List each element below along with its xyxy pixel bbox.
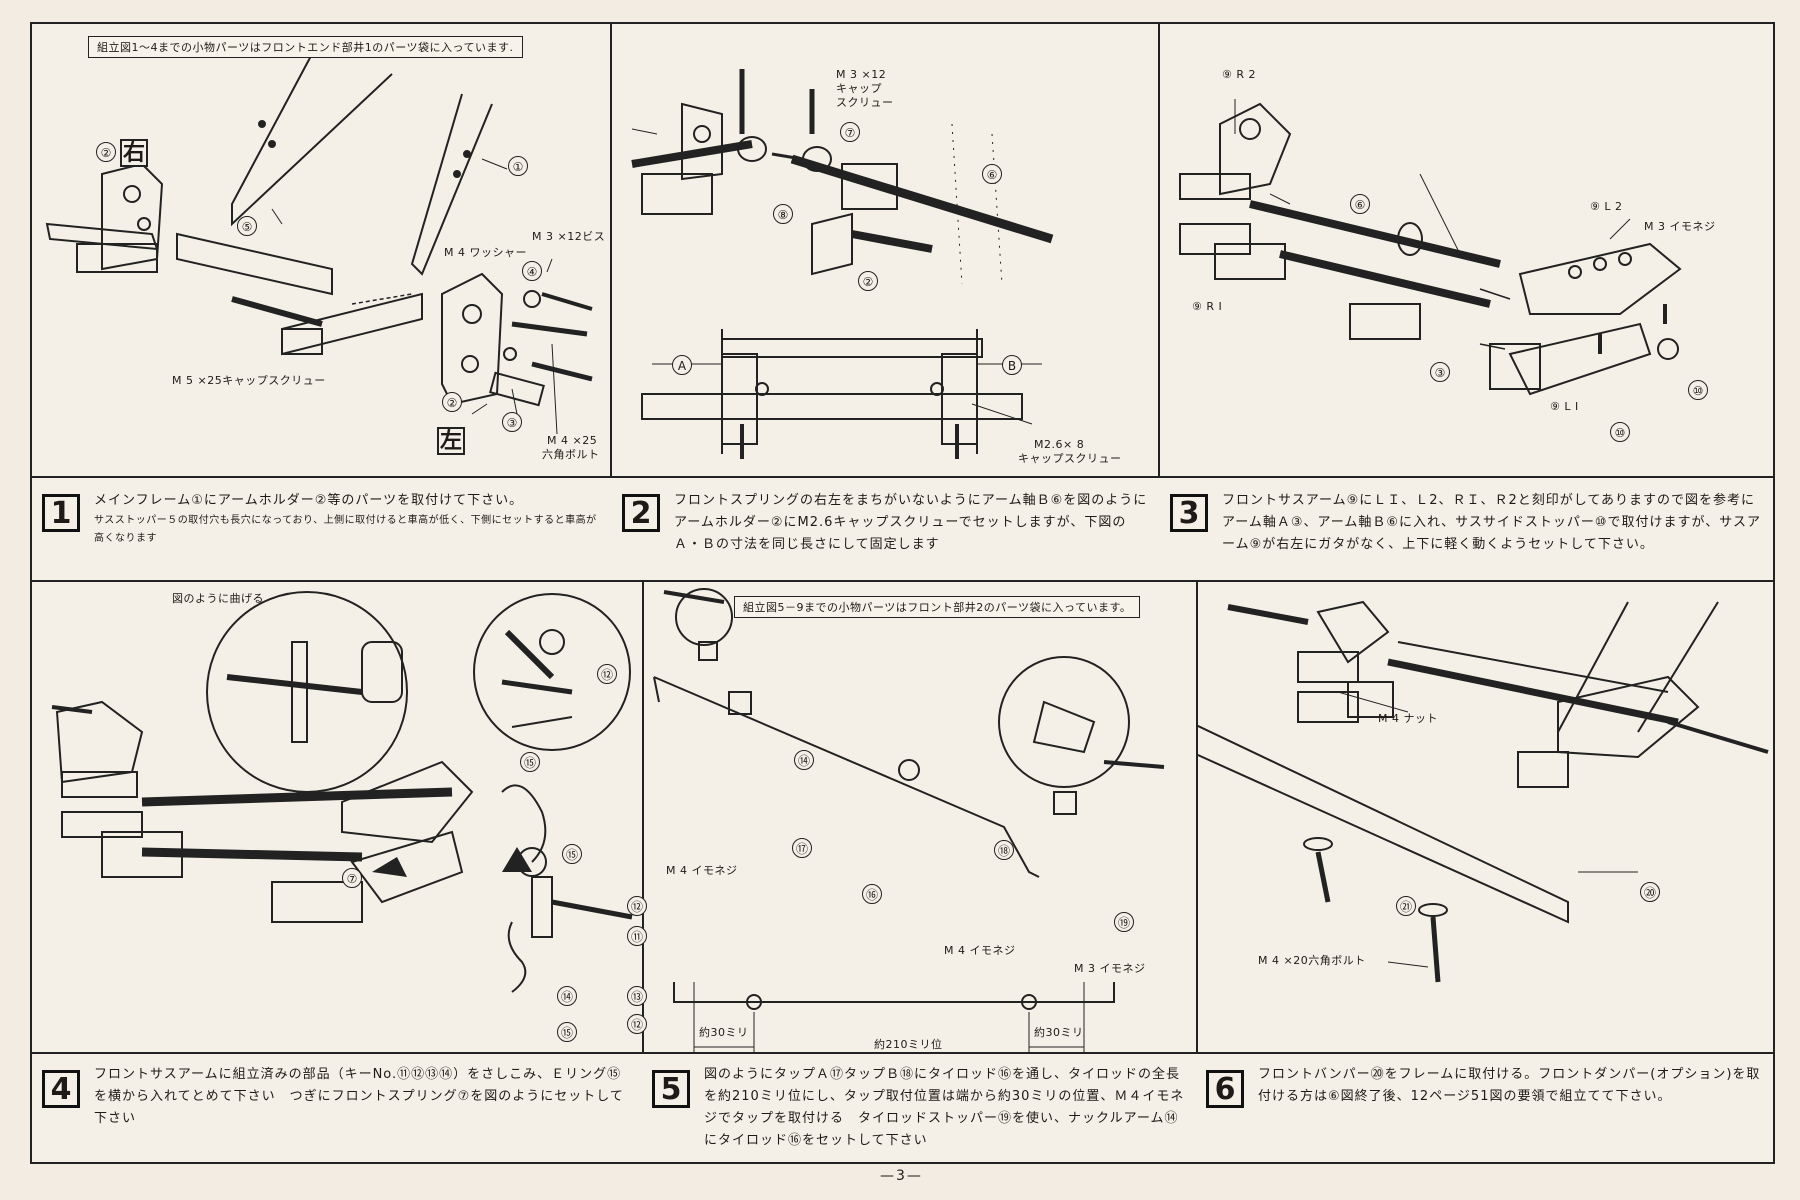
part-callout-12-bottom: ⑫ — [627, 1014, 647, 1034]
diagram-3-drawing — [1179, 99, 1682, 396]
part-callout-1: ① — [508, 156, 528, 176]
label-arm-r1: ⑨ R I — [1192, 300, 1223, 313]
label-m3-set-screw: M 3 イモネジ — [1074, 962, 1146, 975]
page-number: —3— — [880, 1168, 923, 1184]
part-callout-15-bottom: ⑮ — [557, 1022, 577, 1042]
right-side-kanji: 右 — [120, 139, 148, 167]
label-m3x12-bis: M 3 ×12ビス — [532, 230, 606, 243]
step-3-number: 3 — [1170, 494, 1208, 532]
part-callout-21: ㉑ — [1396, 896, 1416, 916]
dimension-a-marker: A — [672, 355, 692, 375]
label-arm-r2: ⑨ R 2 — [1222, 68, 1256, 81]
part-callout-6: ⑥ — [1350, 194, 1370, 214]
instruction-sheet: 組立図1～4までの小物パーツはフロントエンド部井1のパーツ袋に入っています. ①… — [30, 22, 1775, 1164]
label-m4x25: M 4 ×25 — [547, 434, 598, 447]
diagram-4-drawing — [51, 591, 633, 993]
part-callout-15-top: ⑮ — [562, 844, 582, 864]
step-4-number: 4 — [42, 1070, 80, 1108]
diagram-3: ⑨ R 2 ⑥ ⑨ L 2 M 3 イモネジ ⑨ R I ③ ⑨ L I ⑩ ⑩ — [1160, 24, 1773, 476]
part-callout-12-top: ⑫ — [597, 664, 617, 684]
label-m4-nut: M 4 ナット — [1378, 712, 1438, 725]
diagram-5-drawing — [653, 588, 1165, 1052]
label-approx-210mm: 約210ミリ位 — [874, 1038, 943, 1051]
label-approx-30mm-right: 約30ミリ — [1034, 1026, 1084, 1039]
diagram-6-drawing — [1198, 600, 1769, 983]
part-callout-18: ⑱ — [994, 840, 1014, 860]
divider-middle — [32, 580, 1773, 582]
step-1-main: メインフレーム①にアームホルダー②等のパーツを取付けて下さい。 — [94, 493, 524, 508]
diagram-6: M 4 ナット ㉑ ⑳ M 4 ×20六角ボルト — [1198, 582, 1773, 1052]
part-callout-2: ② — [858, 271, 878, 291]
step-1-number: 1 — [42, 494, 80, 532]
label-m2-6x8: M2.6× 8 — [1034, 438, 1085, 451]
part-callout-8: ⑧ — [773, 204, 793, 224]
part-callout-2-left: ② — [442, 392, 462, 412]
step-1-text: メインフレーム①にアームホルダー②等のパーツを取付けて下さい。 サスストッパー５… — [94, 490, 599, 548]
step-2-number: 2 — [622, 494, 660, 532]
part-callout-6: ⑥ — [982, 164, 1002, 184]
label-bend-as-shown: 図のように曲げる — [172, 592, 264, 605]
divider-col-4 — [1196, 580, 1198, 1052]
part-callout-10-b: ⑩ — [1688, 380, 1708, 400]
part-callout-2-right: ② — [96, 142, 116, 162]
part-callout-19: ⑲ — [1114, 912, 1134, 932]
part-callout-7: ⑦ — [840, 122, 860, 142]
label-hex-bolt: 六角ボルト — [542, 448, 600, 461]
diagram-5: 組立図5－9までの小物パーツはフロント部井2のパーツ袋に入っています。 ⑭ M … — [644, 582, 1196, 1052]
divider-top-row-bottom — [32, 476, 1773, 478]
part-callout-12-mid: ⑫ — [627, 896, 647, 916]
label-m3x12: M 3 ×12 — [836, 68, 887, 81]
part-callout-15-inset: ⑮ — [520, 752, 540, 772]
divider-col-2 — [1158, 24, 1160, 476]
part-callout-4: ⑤ — [237, 216, 257, 236]
diagram-2: M 3 ×12 キャップ スクリュー ⑦ ⑥ ⑧ ② A B M2.6× 8 キ… — [612, 24, 1158, 476]
diagram-4: 図のように曲げる ⑫ ⑮ ⑦ ⑮ ⑫ ⑪ ⑬ ⑭ ⑫ ⑮ — [32, 582, 647, 1052]
label-m3-set-screw: M 3 イモネジ — [1644, 220, 1716, 233]
dimension-b-marker: B — [1002, 355, 1022, 375]
part-callout-7: ⑦ — [342, 868, 362, 888]
part-callout-20: ⑳ — [1640, 882, 1660, 902]
step-5-number: 5 — [652, 1070, 690, 1108]
part-callout-17: ⑰ — [792, 838, 812, 858]
divider-bottom-row — [32, 1052, 1773, 1054]
step-4-text: フロントサスアームに組立済みの部品（キーNo.⑪⑫⑬⑭）をさしこみ、Ｅリング⑮を… — [94, 1067, 624, 1126]
step-6-text: フロントバンパー⑳をフレームに取付ける。フロントダンパー(オプション)を取付ける… — [1258, 1067, 1761, 1104]
label-arm-l2: ⑨ L 2 — [1590, 200, 1623, 213]
label-approx-30mm-left: 約30ミリ — [699, 1026, 749, 1039]
label-m4-set-screw-1: M 4 イモネジ — [666, 864, 738, 877]
label-m4x20-hex-bolt: M 4 ×20六角ボルト — [1258, 954, 1366, 967]
part-callout-13: ⑬ — [627, 986, 647, 1006]
diagram-1: 組立図1～4までの小物パーツはフロントエンド部井1のパーツ袋に入っています. ①… — [32, 24, 610, 476]
left-side-kanji: 左 — [437, 427, 465, 455]
step-5-text: 図のようにタップＡ⑰タップＢ⑱にタイロッド⑯を通し、タイロッドの全長を約210ミ… — [704, 1067, 1185, 1148]
label-m4-washer: M 4 ワッシャー — [444, 246, 527, 259]
label-screw: スクリュー — [836, 96, 894, 109]
step-1-sub: サスストッパー５の取付穴も長穴になっており、上側に取付けると車高が低く、下側にセ… — [94, 515, 597, 544]
part-callout-16: ⑯ — [862, 884, 882, 904]
label-cap-screw: キャップスクリュー — [1018, 452, 1122, 465]
part-callout-5: ④ — [522, 261, 542, 281]
step-3-text: フロントサスアーム⑨にＬＩ、Ｌ2、ＲＩ、Ｒ2と刻印がしてありますので図を参考にア… — [1222, 493, 1761, 552]
parts-bag-note-1: 組立図1～4までの小物パーツはフロントエンド部井1のパーツ袋に入っています. — [88, 36, 523, 58]
label-m5x25-cap-screw: M 5 ×25キャップスクリュー — [172, 374, 326, 387]
label-m4-set-screw-2: M 4 イモネジ — [944, 944, 1016, 957]
part-callout-11: ⑪ — [627, 926, 647, 946]
label-arm-l1: ⑨ L I — [1550, 400, 1579, 413]
diagram-1-drawing — [45, 53, 593, 435]
part-callout-10-a: ⑩ — [1610, 422, 1630, 442]
step-6-number: 6 — [1206, 1070, 1244, 1108]
part-callout-14: ⑭ — [794, 750, 814, 770]
part-callout-3: ③ — [1430, 362, 1450, 382]
parts-bag-note-2: 組立図5－9までの小物パーツはフロント部井2のパーツ袋に入っています。 — [734, 596, 1141, 618]
label-cap: キャップ — [836, 82, 882, 95]
divider-col-3 — [642, 580, 644, 1052]
divider-col-1 — [610, 24, 612, 476]
step-2-text: フロントスプリングの右左をまちがいないようにアーム軸Ｂ⑥を図のようにアームホルダ… — [674, 493, 1148, 552]
diagram-2-drawing — [631, 69, 1054, 459]
part-callout-3: ③ — [502, 412, 522, 432]
part-callout-14: ⑭ — [557, 986, 577, 1006]
